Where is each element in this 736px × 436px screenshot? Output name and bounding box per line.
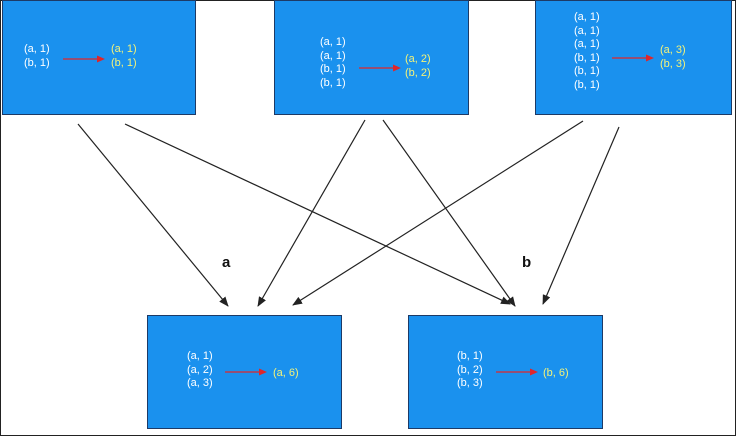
edge-map2-to-reduce-b (382, 119, 516, 307)
reduce-arrow-icon (225, 368, 267, 376)
combine-arrow-icon (612, 54, 654, 62)
output-pair: (a, 6) (273, 367, 299, 379)
input-pair: (b, 1) (574, 78, 600, 91)
edge-map3-to-reduce-a (292, 120, 584, 306)
input-pair: (a, 1) (187, 350, 213, 362)
edge-map1-to-reduce-a (77, 123, 229, 307)
input-pair: (a, 1) (574, 24, 600, 37)
edge-map3-to-reduce-b (542, 126, 620, 305)
map-task-2-inputs: (a, 1) (a, 1) (b, 1) (b, 1) (320, 36, 346, 90)
output-pair: (b, 3) (660, 57, 686, 70)
map-task-3: (a, 1) (a, 1) (a, 1) (b, 1) (b, 1) (b, 1… (535, 0, 732, 115)
reduce-task-a-inputs: (a, 1) (a, 2) (a, 3) (187, 350, 213, 391)
partition-label-b: b (522, 254, 532, 271)
reduce-task-b-inputs: (b, 1) (b, 2) (b, 3) (457, 350, 483, 391)
combine-arrow-icon (359, 64, 401, 72)
output-pair: (a, 3) (660, 44, 686, 56)
map-task-1: (a, 1) (b, 1) (a, 1) (b, 1) (2, 0, 196, 115)
input-pair: (a, 1) (24, 43, 50, 55)
input-pair: (b, 1) (320, 63, 346, 76)
map-task-3-outputs: (a, 3) (b, 3) (660, 44, 686, 71)
output-pair: (a, 2) (405, 53, 431, 65)
map-task-3-inputs: (a, 1) (a, 1) (a, 1) (b, 1) (b, 1) (b, 1… (574, 11, 600, 93)
map-task-1-outputs: (a, 1) (b, 1) (111, 43, 137, 70)
map-task-1-inputs: (a, 1) (b, 1) (24, 43, 50, 70)
input-pair: (a, 1) (320, 49, 346, 62)
input-pair: (b, 1) (24, 56, 50, 69)
output-pair: (b, 1) (111, 56, 137, 69)
input-pair: (b, 3) (457, 377, 483, 390)
map-task-2: (a, 1) (a, 1) (b, 1) (b, 1) (a, 2) (b, 2… (274, 0, 469, 115)
input-pair: (b, 1) (574, 65, 600, 78)
input-pair: (b, 1) (320, 76, 346, 89)
input-pair: (a, 1) (574, 38, 600, 51)
input-pair: (a, 2) (187, 363, 213, 376)
partition-label-a: a (222, 254, 231, 271)
input-pair: (b, 2) (457, 363, 483, 376)
reduce-task-a: (a, 1) (a, 2) (a, 3) (a, 6) (147, 315, 342, 429)
reduce-task-a-output: (a, 6) (273, 367, 299, 381)
input-pair: (a, 1) (320, 36, 346, 48)
input-pair: (b, 1) (457, 350, 483, 362)
reduce-task-b-output: (b, 6) (543, 367, 569, 381)
input-pair: (a, 3) (187, 377, 213, 390)
output-pair: (b, 6) (543, 367, 569, 379)
reduce-task-b: (b, 1) (b, 2) (b, 3) (b, 6) (408, 315, 603, 429)
input-pair: (a, 1) (574, 11, 600, 23)
reduce-arrow-icon (496, 368, 538, 376)
input-pair: (b, 1) (574, 51, 600, 64)
output-pair: (b, 2) (405, 66, 431, 79)
map-task-2-outputs: (a, 2) (b, 2) (405, 53, 431, 80)
output-pair: (a, 1) (111, 43, 137, 55)
edge-map2-to-reduce-a (257, 119, 366, 307)
edge-map1-to-reduce-b (124, 123, 511, 305)
combine-arrow-icon (63, 55, 105, 63)
